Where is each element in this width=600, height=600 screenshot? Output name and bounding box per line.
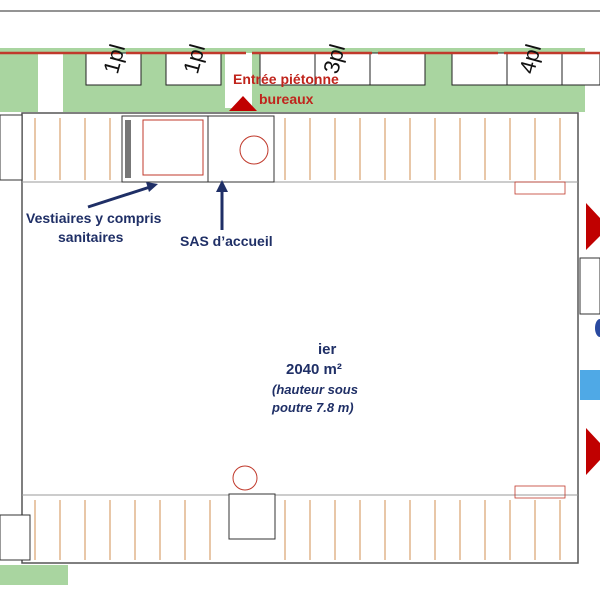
entrance-label-line1: Entrée piétonne — [233, 71, 339, 87]
storage-racks — [34, 118, 561, 560]
dock-arrow-bottom[interactable] — [586, 428, 600, 475]
parking-stalls — [38, 52, 600, 112]
callout-arrows — [87, 180, 228, 230]
dock-leveler-bottom — [514, 485, 566, 499]
vestiaires-label-line1: Vestiaires y compris — [26, 210, 162, 226]
vestiaires-label-line2: sanitaires — [58, 229, 124, 245]
spiral-stair-bottom — [232, 465, 258, 491]
entrance-label-line2: bureaux — [259, 91, 314, 107]
hall-name: ier — [318, 341, 337, 358]
sas-label: SAS d’accueil — [180, 233, 273, 249]
hall-height-line2: poutre 7.8 m) — [272, 400, 354, 415]
spiral-stair — [239, 135, 269, 165]
building-outline — [21, 112, 579, 564]
hall-height-line1: (hauteur sous — [272, 382, 358, 397]
dock-arrow-top[interactable] — [586, 203, 600, 250]
entrance-triangle-icon — [229, 96, 257, 111]
sas-room — [207, 115, 275, 183]
hall-area: 2040 m² — [286, 361, 342, 378]
blue-zone — [580, 370, 600, 400]
dock-leveler-top — [514, 181, 566, 195]
green-walkway-bottom — [0, 565, 68, 585]
vestiaires-room — [121, 115, 209, 183]
